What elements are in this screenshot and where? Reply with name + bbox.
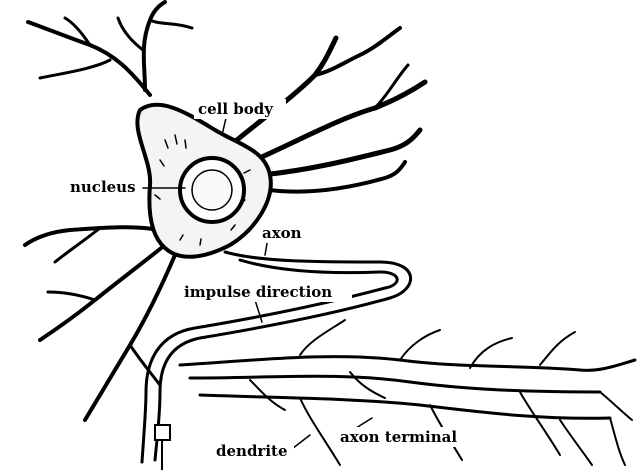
label-cell-body: cell body — [198, 100, 274, 118]
label-axon-terminal: axon terminal — [340, 428, 457, 446]
marker-square — [155, 425, 170, 440]
label-nucleus: nucleus — [70, 178, 136, 196]
nucleus — [180, 158, 244, 222]
label-axon: axon — [262, 224, 302, 242]
label-impulse-direction: impulse direction — [184, 283, 332, 301]
label-dendrite: dendrite — [216, 442, 288, 460]
